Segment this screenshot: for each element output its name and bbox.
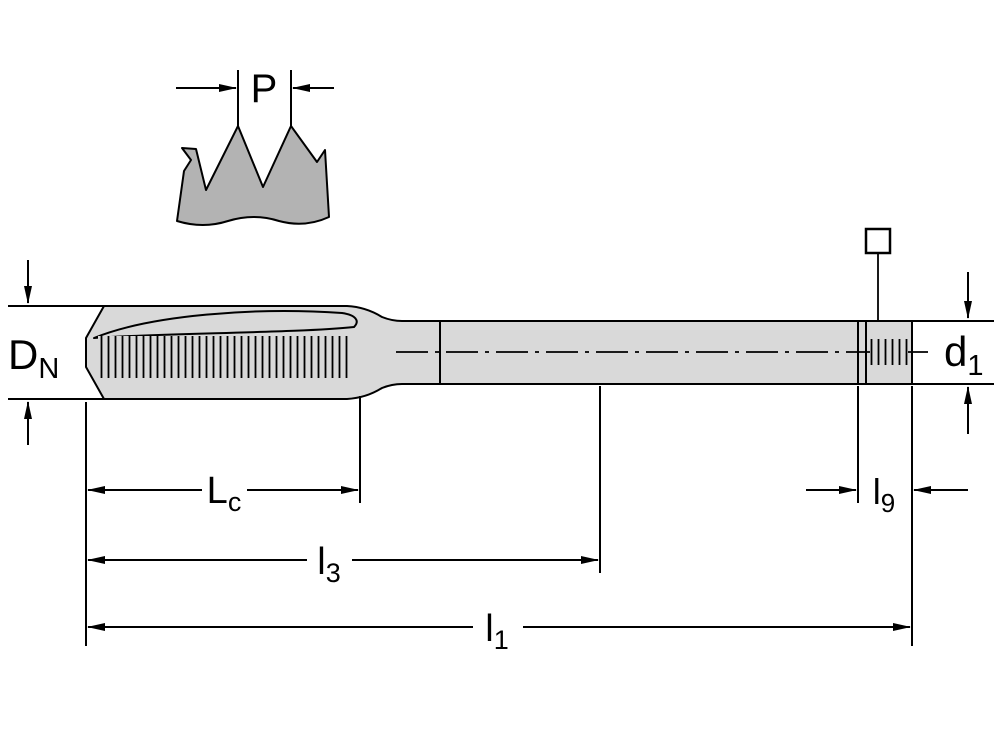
thread-profile-shape xyxy=(176,125,330,226)
thread-length-label: Lc xyxy=(207,470,242,517)
nominal-diameter-label: DN xyxy=(8,331,59,385)
thread-length-dimension: Lc xyxy=(87,470,359,517)
flute-groove xyxy=(93,310,358,339)
tap-body xyxy=(85,227,930,400)
thread-profile-detail: P xyxy=(176,67,334,226)
shank-diameter-dimension: d1 xyxy=(912,272,994,434)
intermediate-length-label: l3 xyxy=(317,541,340,588)
pitch-label: P xyxy=(251,67,278,111)
overall-length-label: l1 xyxy=(485,608,508,655)
intermediate-length-dimension: l3 xyxy=(87,541,599,588)
shank-diameter-label: d1 xyxy=(944,328,984,382)
square-length-dimension: l9 xyxy=(806,471,968,518)
overall-length-dimension: l1 xyxy=(87,608,911,655)
length-extension-lines xyxy=(85,386,913,646)
thread-hatching xyxy=(98,336,348,378)
square-section-symbol xyxy=(864,227,892,255)
nominal-diameter-dimension: DN xyxy=(8,260,120,445)
square-length-label: l9 xyxy=(873,471,895,518)
square-hatching xyxy=(870,339,908,365)
